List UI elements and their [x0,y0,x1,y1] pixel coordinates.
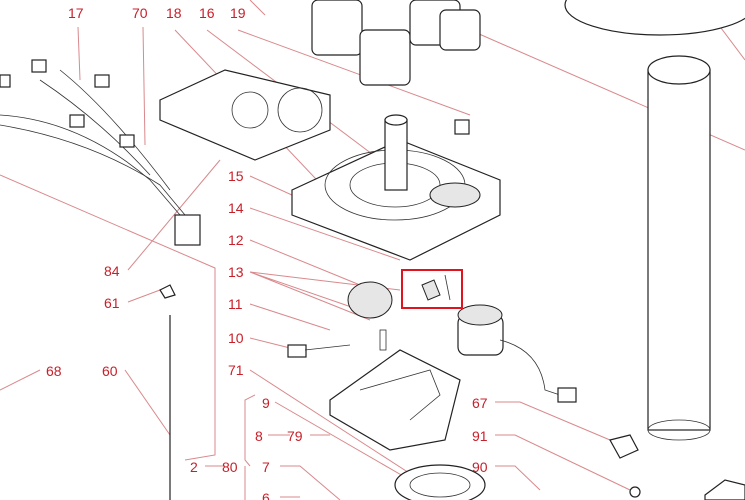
small-parts [454,119,745,500]
ring-part [394,464,486,500]
highlighted-clip [421,274,451,301]
motor-coils [311,0,481,86]
label-10: 10 [228,330,244,346]
label-2: 2 [190,459,198,475]
label-79: 79 [287,428,303,444]
label-16: 16 [199,5,215,21]
cylinder-tube [564,0,745,441]
label-11: 11 [228,296,243,312]
label-8: 8 [255,428,263,444]
label-84: 84 [104,263,120,279]
label-14: 14 [228,200,244,216]
gasket [159,69,331,161]
capacitor-right [457,304,577,403]
label-67: 67 [472,395,488,411]
label-90: 90 [472,459,488,475]
label-18: 18 [166,5,182,21]
label-17: 17 [68,5,84,21]
motor-base-plate [291,114,501,261]
label-7: 7 [262,459,270,475]
capacitor-left [347,281,393,351]
highlight-box [401,269,463,309]
label-9: 9 [262,395,270,411]
label-19: 19 [230,5,246,21]
label-13: 13 [228,264,244,280]
part-labels: 17 70 18 16 19 15 14 12 13 11 10 71 84 6… [46,5,488,500]
label-12: 12 [228,232,244,248]
label-70: 70 [132,5,148,21]
label-68: 68 [46,363,62,379]
label-71: 71 [228,362,244,378]
bracket-tray [287,344,461,451]
label-60: 60 [102,363,118,379]
label-15: 15 [228,168,244,184]
label-61: 61 [104,295,120,311]
wire-harness [0,59,201,246]
label-80: 80 [222,459,238,475]
label-91: 91 [472,428,488,444]
rod-60 [159,284,176,500]
label-6: 6 [262,490,270,500]
